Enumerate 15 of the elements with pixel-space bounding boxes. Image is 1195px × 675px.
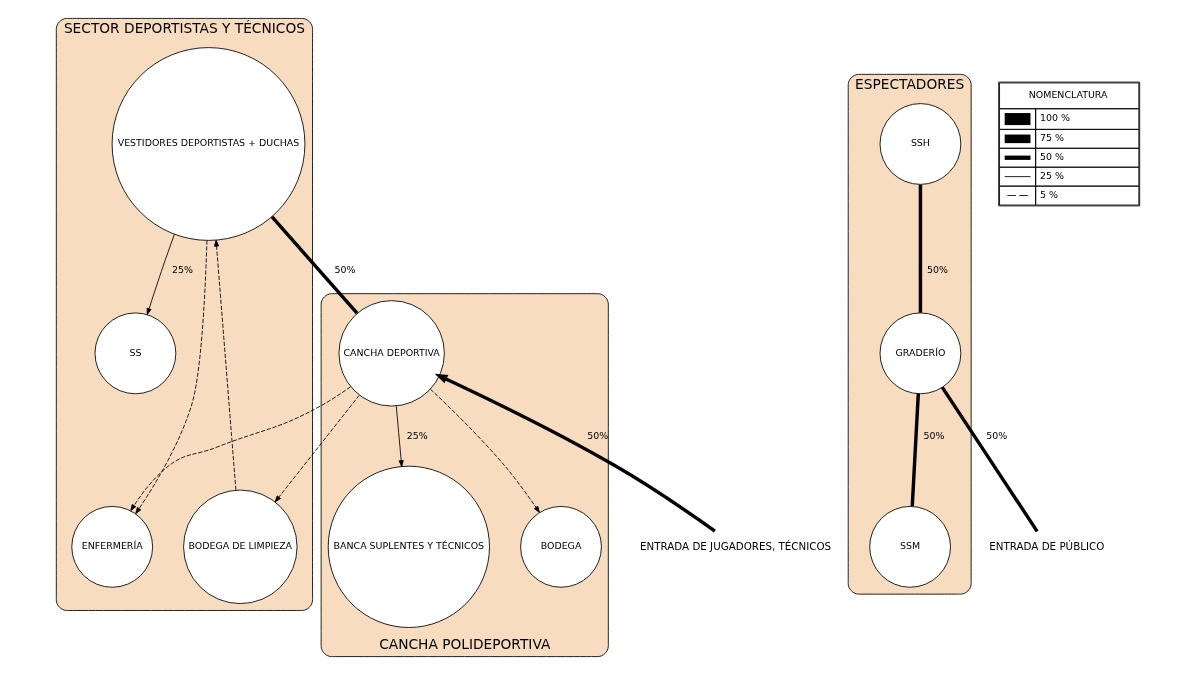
legend-label: 50 %	[1039, 151, 1064, 163]
node-text: ENTRADA DE JUGADORES, TÉCNICOS	[639, 539, 831, 552]
edge-label: 25%	[406, 429, 428, 441]
edge-label: 50%	[922, 429, 944, 441]
legend-label: 75 %	[1039, 132, 1064, 144]
edge-label: 50%	[985, 429, 1007, 441]
legend-label: 25 %	[1039, 170, 1064, 182]
edge-label: 50%	[333, 263, 355, 275]
edge-label: 50%	[926, 263, 948, 275]
label: NOMENCLATURA	[1028, 89, 1108, 101]
legend-label: 100 %	[1039, 112, 1070, 124]
node-text: ENTRADA DE PÚBLICO	[988, 539, 1104, 552]
edge-label: 25%	[171, 263, 193, 275]
edge-label: 50%	[586, 429, 608, 441]
legend-label: 5 %	[1039, 188, 1058, 200]
